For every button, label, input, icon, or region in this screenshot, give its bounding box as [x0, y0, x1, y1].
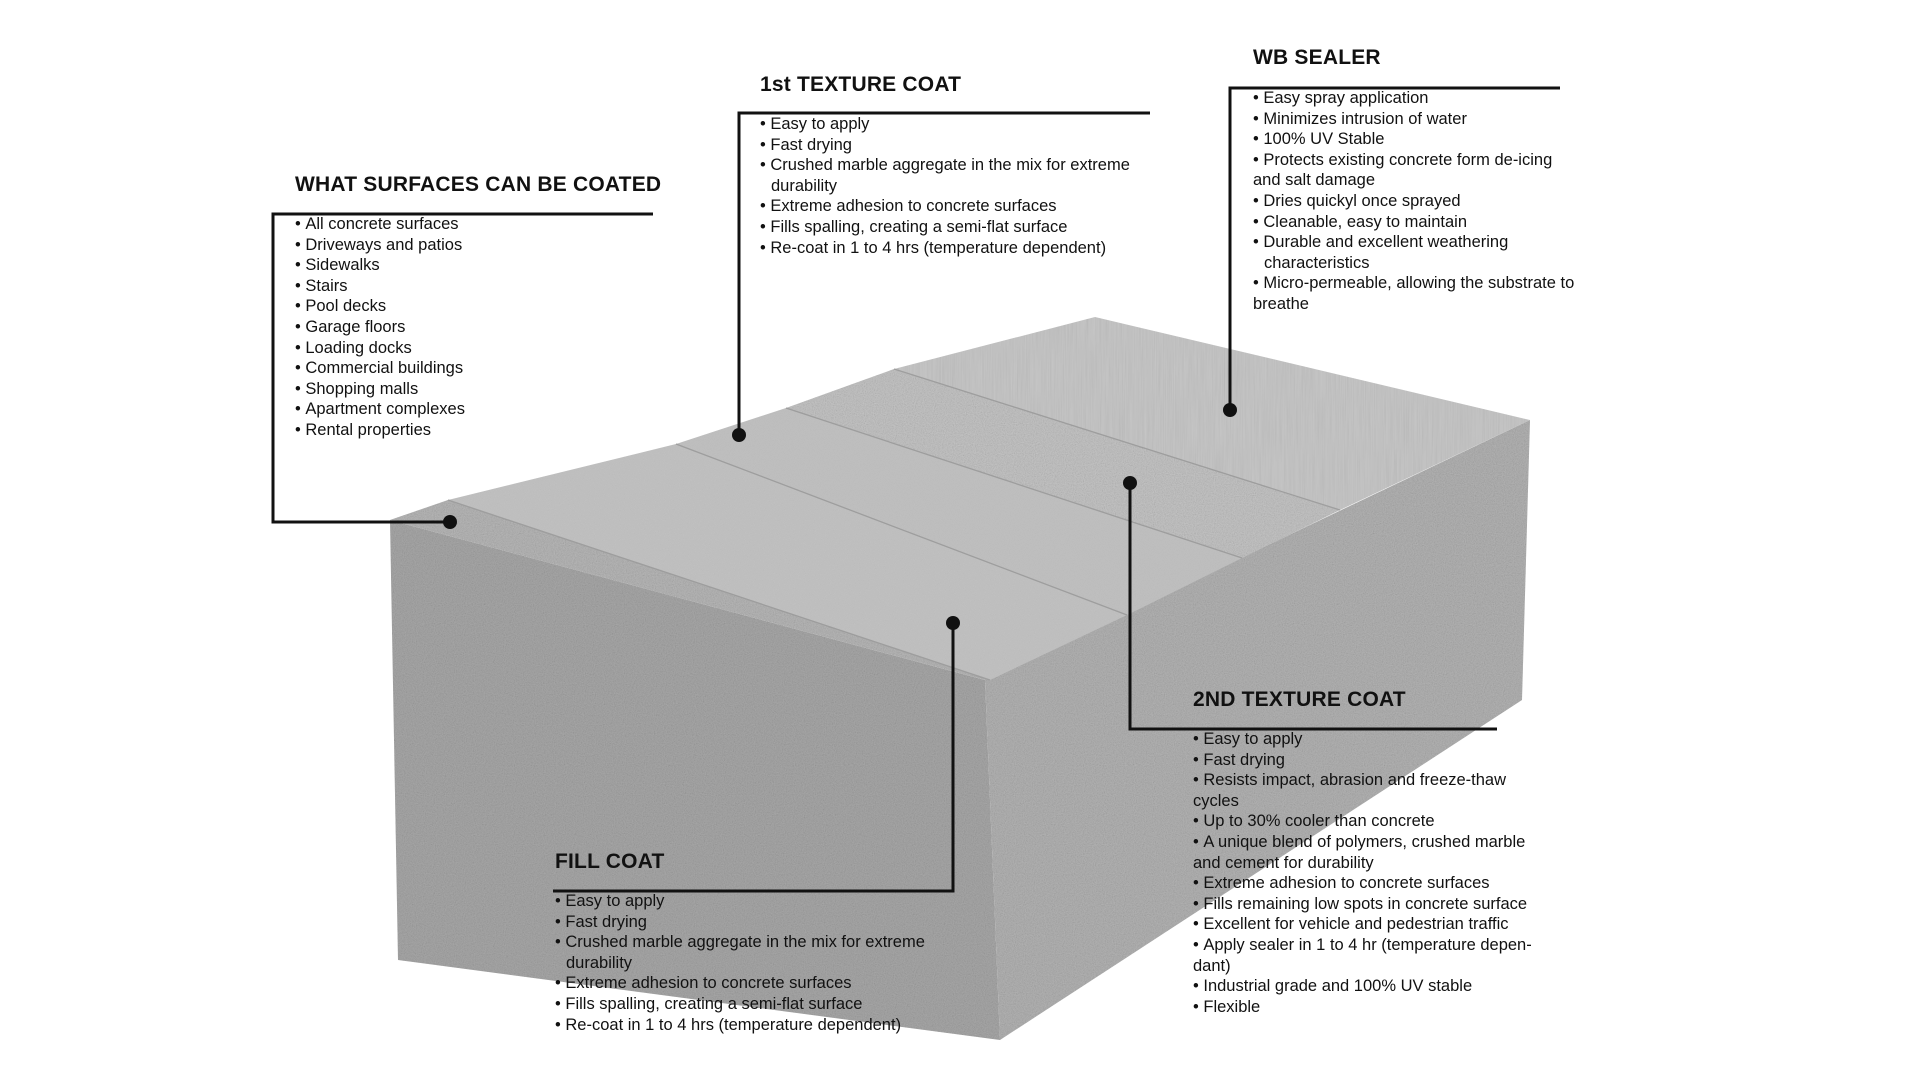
- list-item: Loading docks: [295, 338, 695, 359]
- list-item: Protects existing concrete form de-icing: [1253, 150, 1653, 171]
- list-item: Industrial grade and 100% UV stable: [1193, 976, 1593, 997]
- list-item: Dries quickyl once sprayed: [1253, 191, 1653, 212]
- list-item: All concrete surfaces: [295, 214, 695, 235]
- leader-first-texture: [737, 111, 1150, 435]
- list-item: Fills spalling, creating a semi-flat sur…: [555, 994, 975, 1015]
- list-item: Fills remaining low spots in concrete su…: [1193, 894, 1593, 915]
- list-item: Minimizes intrusion of water: [1253, 109, 1653, 130]
- list-item: Re-coat in 1 to 4 hrs (temperature depen…: [760, 238, 1180, 259]
- list-item: and salt damage: [1253, 171, 1376, 190]
- callout-surfaces: WHAT SURFACES CAN BE COATED All concrete…: [295, 173, 695, 441]
- second-texture-coat-surface: [786, 369, 1340, 558]
- list-item: and cement for durability: [1193, 853, 1374, 872]
- list-item: Resists impact, abrasion and freeze-thaw: [1193, 770, 1593, 791]
- anchor-dot-fill-coat: [946, 616, 960, 630]
- list-item: durability: [566, 953, 633, 972]
- list-item: durability: [771, 176, 838, 195]
- list-item: Fast drying: [555, 912, 975, 933]
- list-item: Micro-permeable, allowing the substrate …: [1253, 273, 1653, 294]
- list-item: Fills spalling, creating a semi-flat sur…: [760, 217, 1180, 238]
- list-item: Excellent for vehicle and pedestrian tra…: [1193, 914, 1593, 935]
- callout-surfaces-title: WHAT SURFACES CAN BE COATED: [295, 173, 662, 196]
- list-item: Fast drying: [760, 135, 1180, 156]
- list-item: Extreme adhesion to concrete surfaces: [555, 973, 975, 994]
- list-item: Commercial buildings: [295, 358, 695, 379]
- first-texture-coat-surface: [676, 408, 1242, 615]
- list-item: Cleanable, easy to maintain: [1253, 212, 1653, 233]
- list-item: Flexible: [1193, 997, 1593, 1018]
- anchor-dot-surfaces: [443, 515, 457, 529]
- bare-concrete-surface: [390, 500, 990, 680]
- wb-sealer-surface: [894, 317, 1530, 510]
- callout-fill-coat-title: FILL COAT: [555, 850, 665, 873]
- callout-first-texture-title: 1st TEXTURE COAT: [760, 73, 962, 96]
- list-item: Fast drying: [1193, 750, 1593, 771]
- list-item: Up to 30% cooler than concrete: [1193, 811, 1593, 832]
- callout-first-texture: 1st TEXTURE COAT Easy to apply Fast dryi…: [760, 73, 1180, 258]
- list-item: 100% UV Stable: [1253, 129, 1653, 150]
- list-item: Apply sealer in 1 to 4 hr (temperature d…: [1193, 935, 1593, 956]
- list-item: Shopping malls: [295, 379, 695, 400]
- anchor-dot-second-texture: [1123, 476, 1137, 490]
- list-item: dant): [1193, 956, 1231, 975]
- list-item: Re-coat in 1 to 4 hrs (temperature depen…: [555, 1015, 975, 1036]
- list-item: Driveways and patios: [295, 235, 695, 256]
- callout-surfaces-list: All concrete surfaces Driveways and pati…: [295, 214, 695, 441]
- callout-first-texture-list: Easy to apply Fast drying Crushed marble…: [760, 114, 1180, 258]
- list-item: Durable and excellent weathering: [1253, 232, 1653, 253]
- list-item: Garage floors: [295, 317, 695, 338]
- anchor-dot-first-texture: [732, 428, 746, 442]
- list-item: Crushed marble aggregate in the mix for …: [760, 155, 1180, 176]
- list-item: Sidewalks: [295, 255, 695, 276]
- callout-wb-sealer-title: WB SEALER: [1253, 46, 1381, 69]
- list-item: Easy spray application: [1253, 88, 1653, 109]
- list-item: Crushed marble aggregate in the mix for …: [555, 932, 975, 953]
- list-item: Easy to apply: [1193, 729, 1593, 750]
- layer-seams: [447, 368, 1341, 681]
- callout-wb-sealer-list: Easy spray application Minimizes intrusi…: [1253, 88, 1653, 315]
- callout-fill-coat: FILL COAT Easy to apply Fast drying Crus…: [555, 850, 975, 1035]
- list-item: Pool decks: [295, 296, 695, 317]
- callout-wb-sealer: WB SEALER Easy spray application Minimiz…: [1253, 46, 1653, 315]
- list-item: breathe: [1253, 294, 1309, 313]
- list-item: A unique blend of polymers, crushed marb…: [1193, 832, 1593, 853]
- callout-second-texture: 2ND TEXTURE COAT Easy to apply Fast dryi…: [1193, 688, 1593, 1017]
- callout-second-texture-title: 2ND TEXTURE COAT: [1193, 688, 1406, 711]
- list-item: Rental properties: [295, 420, 695, 441]
- anchor-dot-wb-sealer: [1223, 403, 1237, 417]
- list-item: Stairs: [295, 276, 695, 297]
- list-item: Apartment complexes: [295, 399, 695, 420]
- list-item: characteristics: [1264, 253, 1370, 272]
- callout-fill-coat-list: Easy to apply Fast drying Crushed marble…: [555, 891, 975, 1035]
- list-item: Extreme adhesion to concrete surfaces: [1193, 873, 1593, 894]
- list-item: cycles: [1193, 791, 1239, 810]
- callout-second-texture-list: Easy to apply Fast drying Resists impact…: [1193, 729, 1593, 1017]
- list-item: Extreme adhesion to concrete surfaces: [760, 196, 1180, 217]
- list-item: Easy to apply: [760, 114, 1180, 135]
- list-item: Easy to apply: [555, 891, 975, 912]
